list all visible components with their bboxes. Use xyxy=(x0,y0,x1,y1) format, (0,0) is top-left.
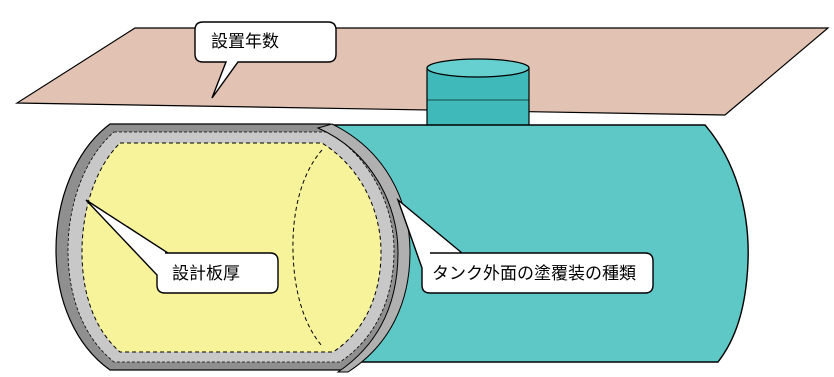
label-design-thickness: 設計板厚 xyxy=(172,264,240,284)
tank-body xyxy=(329,124,749,363)
callout-installation-years: 設置年数 xyxy=(194,21,337,99)
callout-design-thickness: 設計板厚 xyxy=(85,199,279,294)
tank-interior xyxy=(81,142,382,353)
shell-front-rim xyxy=(316,123,411,373)
callout-coating-type: タンク外面の塗覆装の種類 xyxy=(396,197,654,294)
ground-plane xyxy=(14,27,830,116)
label-installation-years: 設置年数 xyxy=(211,32,279,52)
label-coating-type: タンク外面の塗覆装の種類 xyxy=(432,263,636,284)
interior-dashed-ring xyxy=(292,149,323,347)
